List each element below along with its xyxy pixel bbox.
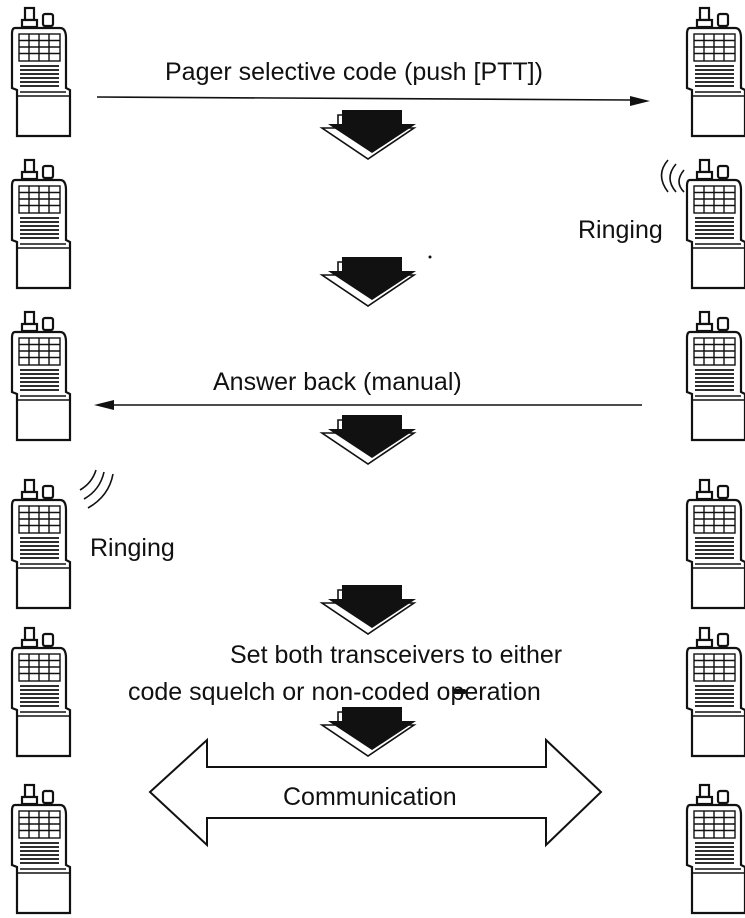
down-arrow-icon-4 xyxy=(321,584,417,635)
transceiver-icon-left-3 xyxy=(10,310,72,442)
transceiver-icon-right-6 xyxy=(685,783,745,915)
set-instruction-line2: code squelch or non-coded operation xyxy=(128,678,541,706)
ringing-label-right: Ringing xyxy=(578,216,663,244)
right-arrow-line xyxy=(96,96,650,106)
down-arrow-icon-3 xyxy=(321,414,417,465)
double-headed-arrow-icon xyxy=(148,737,603,848)
transceiver-icon-left-2 xyxy=(10,158,72,290)
ringing-label-left: Ringing xyxy=(90,534,175,562)
down-arrow-icon-5 xyxy=(321,706,417,757)
transceiver-icon-right-4 xyxy=(685,478,745,610)
down-arrow-icon-2 xyxy=(321,256,417,307)
left-arrow-line xyxy=(94,400,642,410)
pager-code-label: Pager selective code (push [PTT]) xyxy=(165,58,543,86)
transceiver-icon-right-1 xyxy=(685,6,745,138)
ringing-waves-icon-left xyxy=(79,469,114,509)
answer-back-label: Answer back (manual) xyxy=(213,368,462,396)
set-instruction-line1: Set both transceivers to either xyxy=(230,641,562,669)
ink-mark xyxy=(453,689,466,694)
down-arrow-icon-1 xyxy=(321,109,417,160)
speck-dot xyxy=(428,255,432,259)
transceiver-icon-right-3 xyxy=(685,310,745,442)
transceiver-icon-left-5 xyxy=(10,626,72,758)
transceiver-icon-right-2 xyxy=(685,158,745,290)
transceiver-icon-left-1 xyxy=(10,6,72,138)
communication-label: Communication xyxy=(283,783,457,811)
transceiver-icon-left-6 xyxy=(10,783,72,915)
transceiver-icon-right-5 xyxy=(685,626,745,758)
ringing-waves-icon-right xyxy=(660,159,685,193)
transceiver-icon-left-4 xyxy=(10,478,72,610)
